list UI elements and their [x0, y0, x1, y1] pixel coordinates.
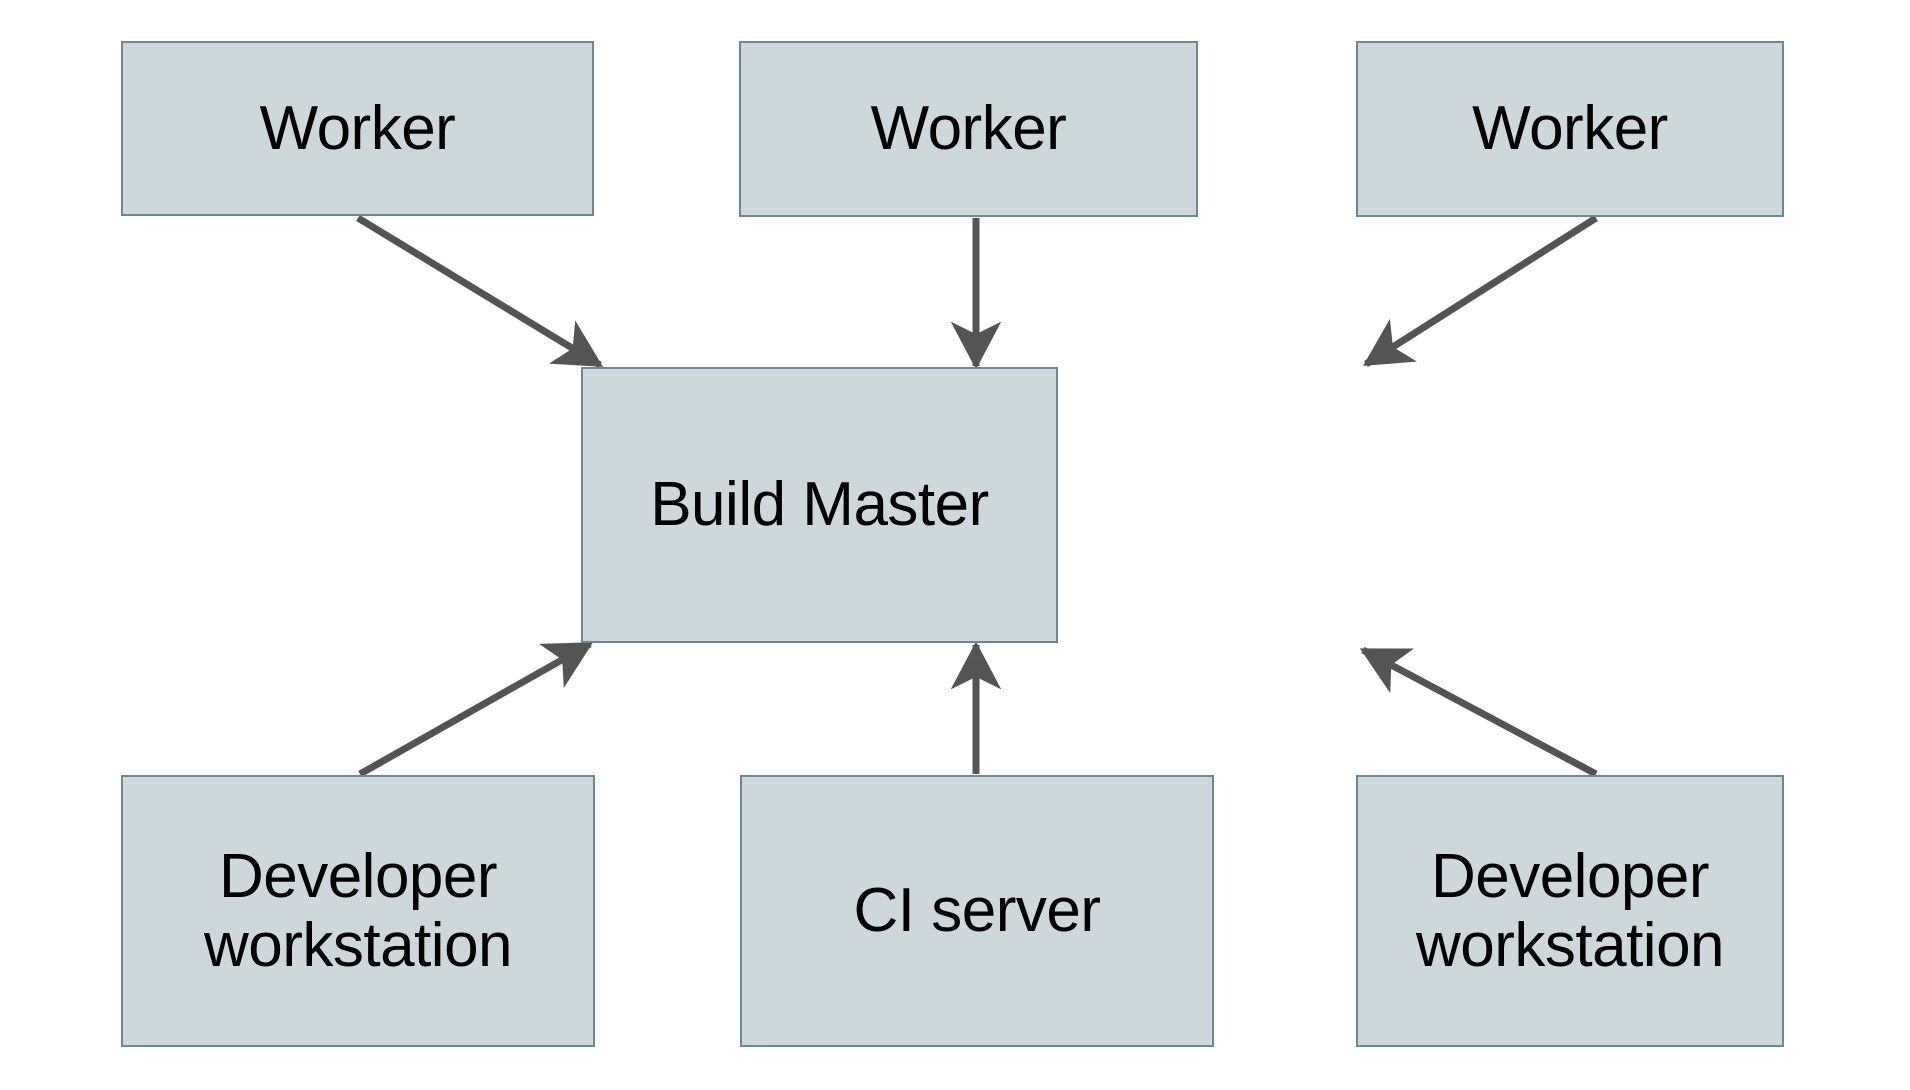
node-ci-server-label: CI server: [853, 876, 1101, 946]
node-developer-workstation-1[interactable]: Developer workstation: [121, 775, 595, 1047]
node-worker-3-label: Worker: [1472, 94, 1668, 164]
edge-developer-workstation-1-to-build-master: [358, 640, 594, 778]
edge-worker-1-to-build-master: [356, 215, 604, 368]
node-worker-2[interactable]: Worker: [739, 41, 1198, 217]
node-worker-3[interactable]: Worker: [1356, 41, 1784, 217]
node-developer-workstation-2-label: Developer workstation: [1415, 841, 1725, 980]
edge-developer-workstation-2-to-build-master: [1359, 646, 1598, 778]
node-build-master-label: Build Master: [650, 470, 989, 540]
node-developer-workstation-1-label: Developer workstation: [203, 841, 513, 980]
edge-worker-3-to-build-master: [1363, 215, 1598, 367]
node-ci-server[interactable]: CI server: [740, 775, 1214, 1047]
node-developer-workstation-2[interactable]: Developer workstation: [1356, 775, 1784, 1047]
node-worker-1-label: Worker: [259, 93, 456, 163]
node-build-master[interactable]: Build Master: [581, 367, 1058, 643]
node-worker-1[interactable]: Worker: [121, 41, 594, 216]
node-worker-2-label: Worker: [870, 94, 1067, 164]
